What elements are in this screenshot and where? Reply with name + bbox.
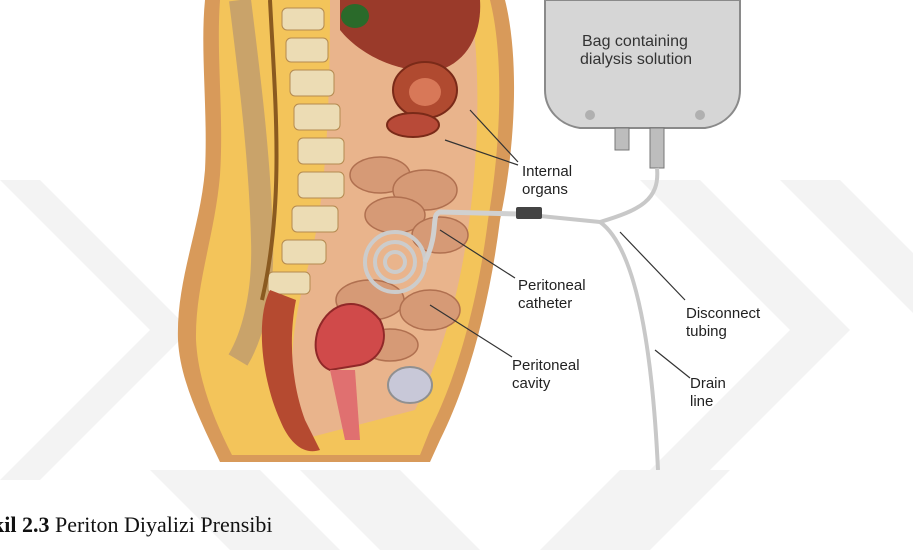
label-internal-organs-2: organs — [522, 181, 568, 198]
kidney-inner — [409, 78, 441, 106]
small-organ — [387, 113, 439, 137]
label-drain-line-1: Drain — [690, 375, 726, 392]
label-peritoneal-cavity-2: cavity — [512, 375, 551, 392]
figure-caption: kil 2.3 Periton Diyalizi Prensibi — [0, 512, 273, 538]
bag-tubing — [600, 168, 657, 222]
bladder — [388, 367, 432, 403]
connector — [516, 207, 542, 219]
label-peritoneal-catheter-1: Peritoneal — [518, 277, 586, 294]
label-disconnect-tubing-1: Disconnect — [686, 305, 761, 322]
peritoneal-dialysis-illustration: Bag containing dialysis solution Interna… — [0, 0, 913, 470]
dialysis-bag — [545, 0, 740, 168]
bag-label-line1: Bag containing — [582, 33, 688, 50]
bag-label-line2: dialysis solution — [580, 51, 692, 68]
label-peritoneal-cavity-1: Peritoneal — [512, 357, 580, 374]
drain-line — [600, 222, 658, 470]
gallbladder — [341, 4, 369, 28]
label-peritoneal-catheter-2: catheter — [518, 295, 572, 312]
label-internal-organs-1: Internal — [522, 163, 572, 180]
label-disconnect-tubing-2: tubing — [686, 323, 727, 340]
caption-text: Periton Diyalizi Prensibi — [49, 512, 272, 537]
caption-prefix: kil 2.3 — [0, 512, 49, 537]
label-drain-line-2: line — [690, 393, 713, 410]
